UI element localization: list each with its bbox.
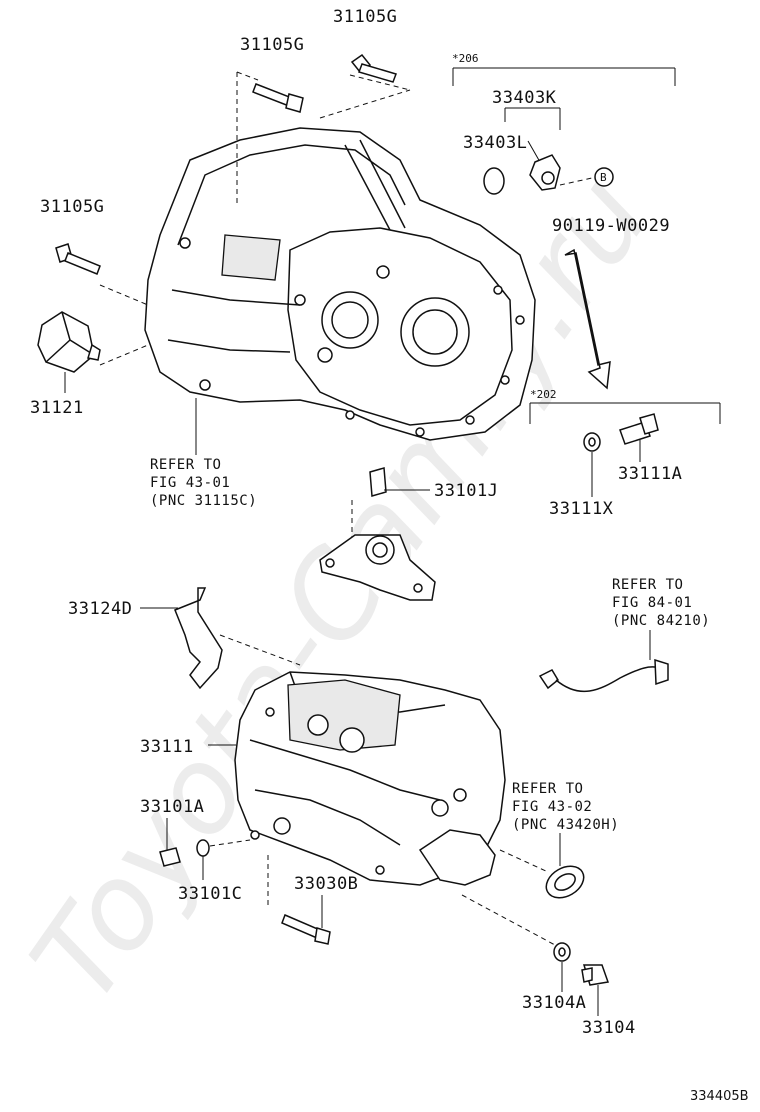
ref2-line3: (PNC 84210) [612, 613, 710, 629]
label-33101c: 33101C [178, 884, 242, 904]
label-31105g-top: 31105G [333, 7, 397, 27]
ref1-line2: FIG 43-01 [150, 475, 230, 491]
clutch-housing [144, 127, 536, 441]
bolt-33030b [267, 855, 331, 945]
bracket-plate [319, 534, 436, 601]
label-33111a: 33111A [618, 464, 682, 484]
ref2-line1: REFER TO [612, 577, 683, 593]
label-33104a: 33104A [522, 993, 586, 1013]
bolt-31105g-top [350, 53, 397, 83]
plug-33101a [159, 818, 181, 867]
ref3-line3: (PNC 43420H) [512, 817, 619, 833]
ref1-line3: (PNC 31115C) [150, 493, 257, 509]
direction-arrow [564, 248, 611, 390]
bracket-33124d [140, 587, 301, 690]
group-202: *202 [529, 388, 721, 497]
washer-33111x [583, 432, 601, 452]
circle-marker-text: B [600, 171, 607, 184]
upper-leaders [64, 71, 411, 455]
group-206: *206 B [452, 52, 676, 195]
label-90119-w0029: 90119-W0029 [552, 216, 670, 236]
bolt-31105g-mid [252, 83, 304, 113]
label-31105g-mid: 31105G [240, 35, 304, 55]
label-33101a: 33101A [140, 797, 204, 817]
label-33111x: 33111X [549, 499, 614, 519]
washer-33101c [196, 839, 251, 880]
reference-note-3: REFER TO FIG 43-02 (PNC 43420H) [512, 781, 619, 833]
drain-plug [461, 894, 610, 1016]
label-33030b: 33030B [294, 874, 358, 894]
transmission-case [208, 671, 506, 886]
label-33101j: 33101J [434, 481, 498, 501]
label-33403l: 33403L [463, 133, 527, 153]
part-31121 [37, 311, 101, 373]
reference-note-2: REFER TO FIG 84-01 (PNC 84210) [612, 577, 710, 629]
label-33111: 33111 [140, 737, 194, 757]
group-label-206: *206 [452, 52, 479, 65]
oil-seal [499, 833, 585, 899]
group-label-202: *202 [530, 388, 557, 401]
label-33124d: 33124D [68, 599, 132, 619]
washer-33104a [553, 942, 571, 962]
ref1-line1: REFER TO [150, 457, 221, 473]
circle-marker-b [594, 167, 614, 187]
ref3-line2: FIG 43-02 [512, 799, 592, 815]
o-ring-33403l [483, 167, 505, 195]
figure-id: 334405B [690, 1089, 749, 1104]
bolt-31105g-left [55, 243, 101, 275]
reference-note-1: REFER TO FIG 43-01 (PNC 31115C) [150, 457, 257, 509]
ref3-line1: REFER TO [512, 781, 583, 797]
speed-sensor-cable [538, 630, 669, 693]
label-33403k: 33403K [492, 88, 557, 108]
label-33104: 33104 [582, 1018, 636, 1038]
label-31105g-left: 31105G [40, 197, 104, 217]
label-31121: 31121 [30, 398, 84, 418]
ref2-line2: FIG 84-01 [612, 595, 692, 611]
